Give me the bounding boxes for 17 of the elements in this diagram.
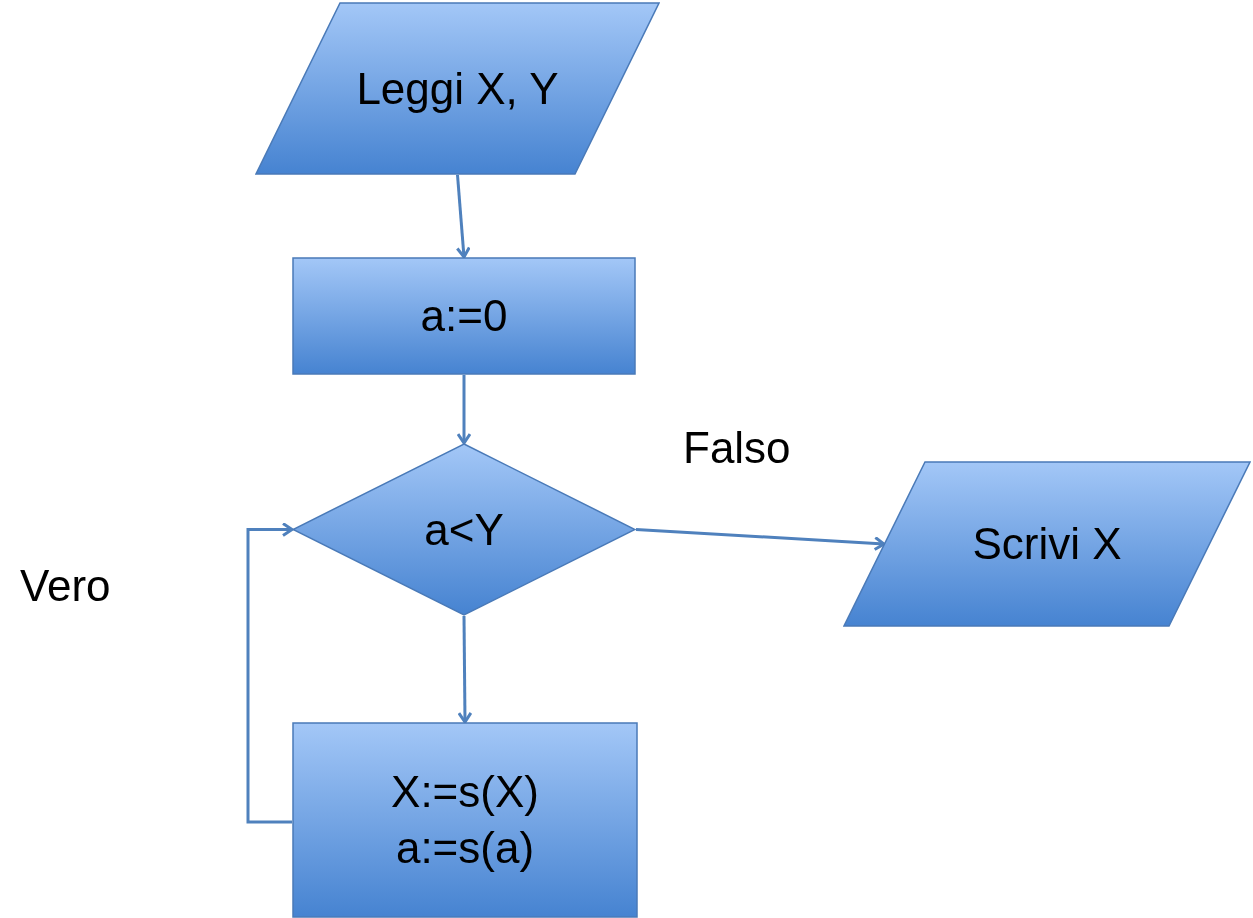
- node-text: a:=0: [420, 290, 508, 342]
- node-text: Scrivi X: [972, 518, 1122, 570]
- arrow: [457, 616, 473, 724]
- process-box: [292, 257, 636, 375]
- arrow: [635, 528, 886, 551]
- arrow: [456, 375, 472, 445]
- node-text: Leggi X, Y: [356, 62, 559, 115]
- node-text: X:=s(X) a:=s(a): [390, 766, 540, 874]
- node-text: a<Y: [424, 503, 504, 556]
- arrow: [455, 174, 471, 259]
- process-box: [292, 722, 638, 918]
- io-parallelogram: [255, 2, 660, 175]
- decision-diamond: [292, 443, 636, 616]
- arrow: [246, 522, 294, 824]
- branch-label: Falso: [683, 422, 791, 474]
- io-parallelogram: [843, 461, 1251, 627]
- branch-label: Vero: [20, 560, 111, 612]
